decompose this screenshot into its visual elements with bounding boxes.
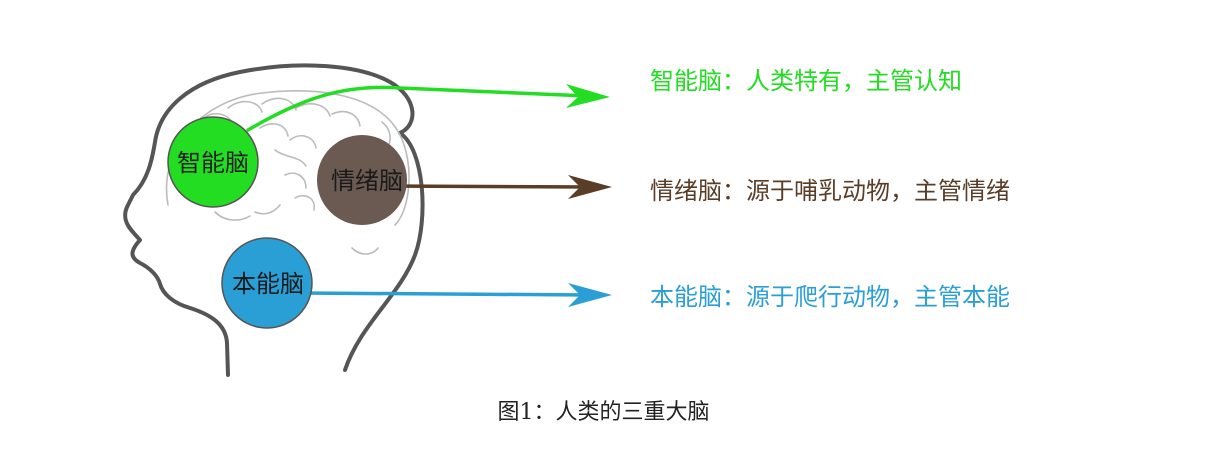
head-outline	[123, 63, 425, 377]
emotion-brain-label: 情绪脑	[331, 167, 403, 195]
smart-arrow	[246, 84, 610, 132]
instinct-brain-description: 本能脑：源于爬行动物，主管本能	[650, 283, 1010, 311]
emotion-brain-circle	[317, 135, 407, 225]
smart-brain-circle	[167, 116, 259, 208]
instinct-brain-circle	[221, 237, 313, 329]
smart-brain-label: 智能脑	[177, 149, 249, 177]
instinct-arrow	[298, 283, 612, 307]
smart-brain-description: 智能脑：人类特有，主管认知	[650, 67, 962, 95]
emotion-arrow	[380, 175, 612, 199]
emotion-brain-description: 情绪脑：源于哺乳动物，主管情绪	[650, 177, 1010, 205]
instinct-brain-label: 本能脑	[232, 270, 304, 298]
figure-caption: 图1：人类的三重大脑	[497, 400, 710, 425]
